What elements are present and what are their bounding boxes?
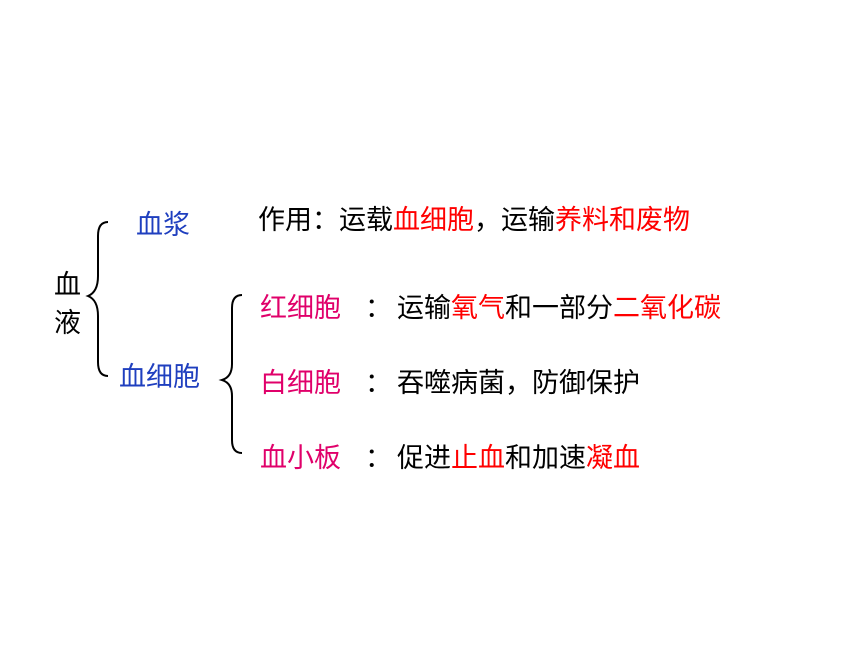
root-char-2: 液 [54,308,81,339]
cell-description: 运输氧气和一部分二氧化碳 [397,295,721,322]
root-char-1: 血 [54,270,81,301]
cell-separator: ： [365,368,392,399]
cells-label: 血细胞 [119,362,200,393]
cell-separator: ： [365,293,392,324]
plasma-desc-mid: ，运输 [474,205,555,236]
desc-part: 止血 [451,443,505,474]
desc-part: 凝血 [586,443,640,474]
plasma-desc-prefix: 作用：运载 [258,205,393,236]
desc-part: 二氧化碳 [613,293,721,324]
plasma-label: 血浆 [136,210,190,241]
desc-part: 促进 [397,443,451,474]
cell-separator: ： [365,443,392,474]
desc-part: 氧气 [451,293,505,324]
desc-part: 运输 [397,293,451,324]
cell-type-label: 血小板 [260,443,341,474]
desc-part: 吞噬病菌，防御保护 [397,368,640,399]
cell-type-label: 白细胞 [260,368,341,399]
plasma-description: 作用：运载血细胞，运输养料和废物 [258,207,690,234]
cell-type-label: 红细胞 [260,293,341,324]
cell-description: 吞噬病菌，防御保护 [397,370,640,397]
cell-description: 促进止血和加速凝血 [397,445,640,472]
plasma-desc-highlight-1: 血细胞 [393,205,474,236]
plasma-desc-highlight-2: 养料和废物 [555,205,690,236]
desc-part: 和加速 [505,443,586,474]
desc-part: 和一部分 [505,293,613,324]
